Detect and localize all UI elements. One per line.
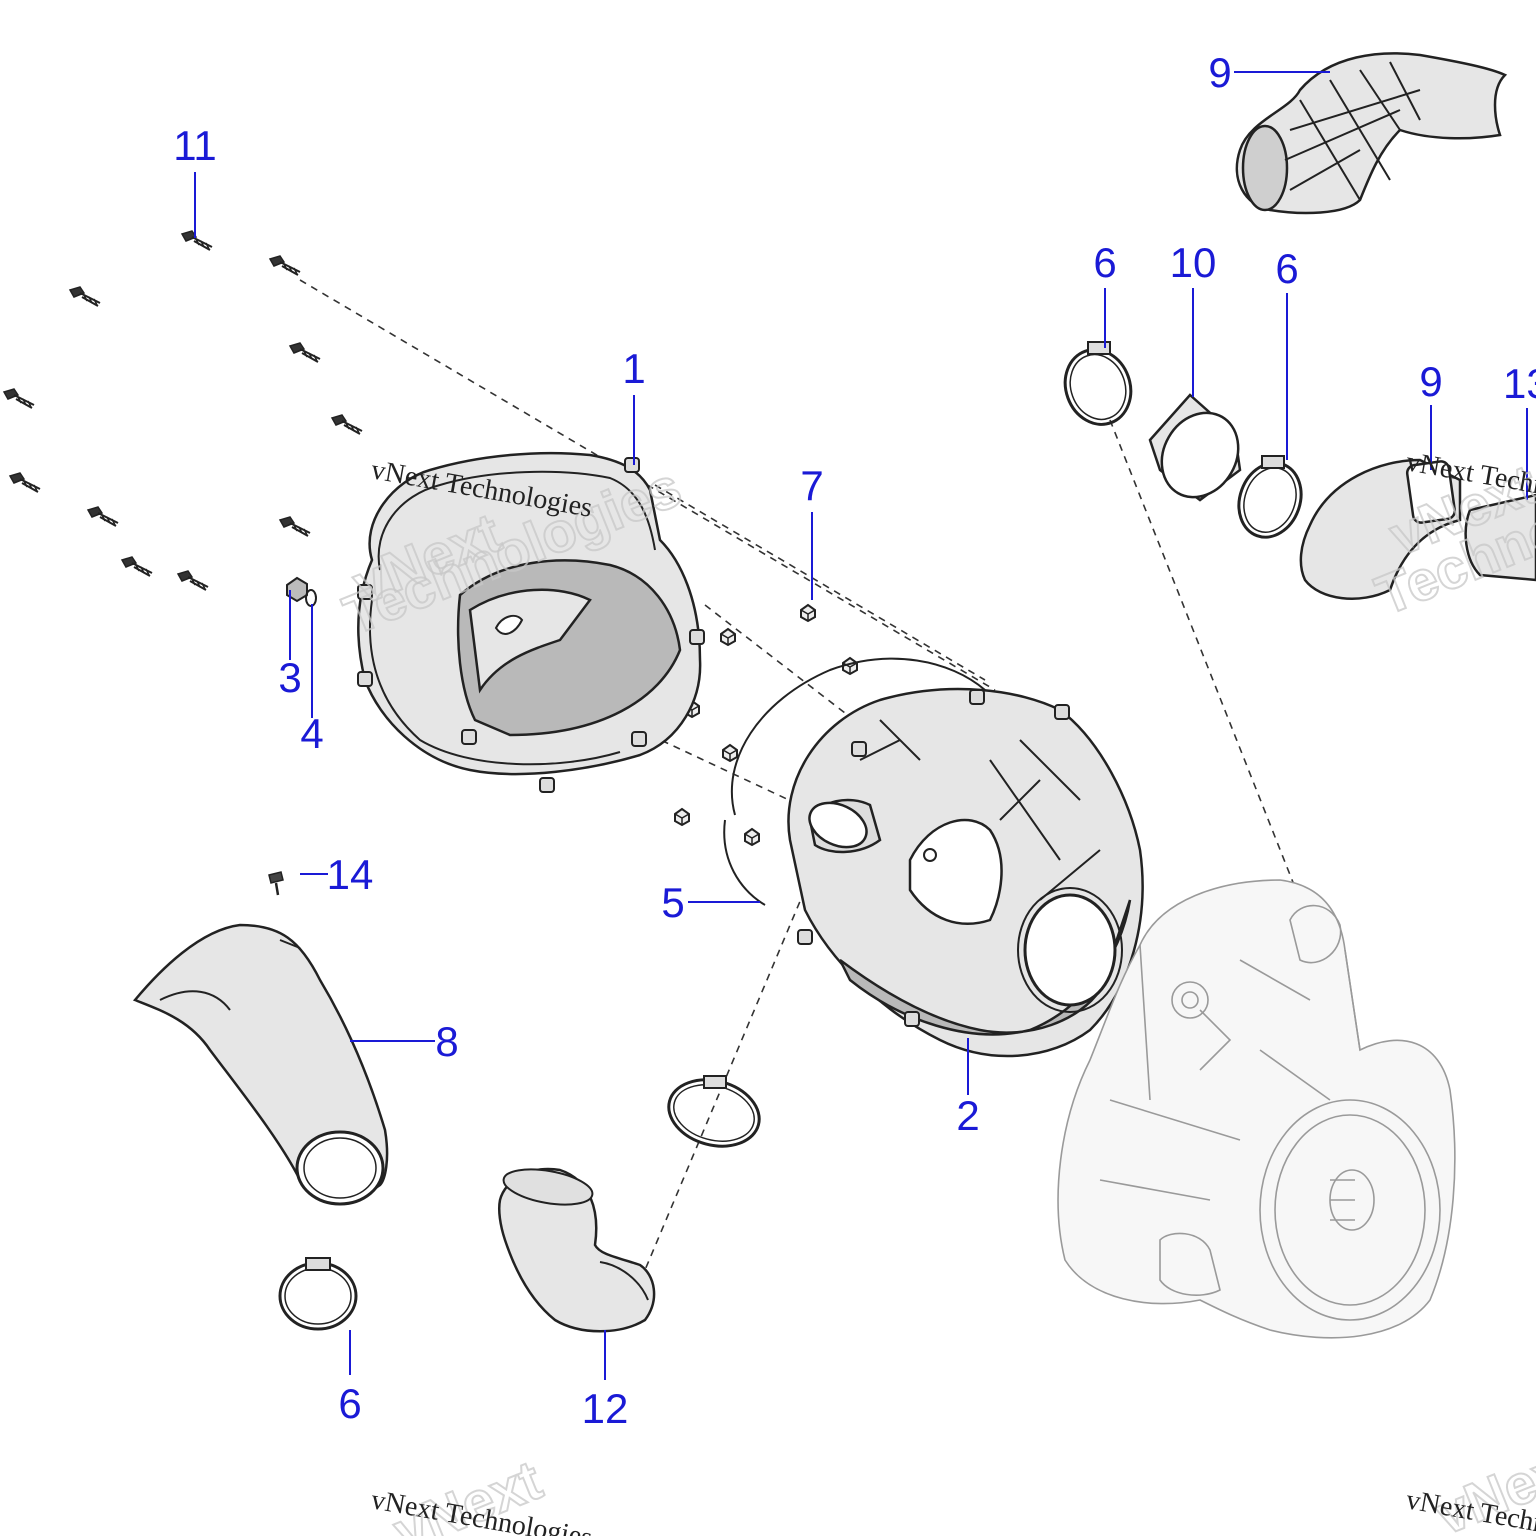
- plug-and-oring: [286, 576, 317, 607]
- callout-14: 14: [327, 851, 374, 898]
- hose-clamp-icon: [278, 1261, 358, 1331]
- hose-clamp-upper-left: [1063, 341, 1133, 426]
- elbow-duct: [497, 1167, 656, 1333]
- hose-clamp-icon: [1063, 348, 1133, 426]
- transmission-housing: [1057, 879, 1456, 1339]
- callout-5: 5: [661, 879, 684, 926]
- callout-11: 11: [173, 122, 217, 169]
- screw-icon: [181, 230, 213, 251]
- air-duct-left: [132, 923, 389, 1206]
- nut-icon: [800, 604, 816, 622]
- screw-icon: [121, 556, 153, 577]
- callout-7: 7: [800, 462, 823, 509]
- hose-clamp-middle: [667, 1075, 761, 1148]
- callout-4: 4: [300, 710, 323, 757]
- duct-part-13: [1464, 493, 1536, 582]
- nut-icon: [744, 828, 760, 846]
- callout-2: 2: [956, 1092, 979, 1139]
- intake-duct-upper: [1235, 52, 1508, 215]
- cover-seal: [723, 657, 986, 906]
- nut-icon: [674, 808, 690, 826]
- callout-13: 13: [1503, 360, 1536, 407]
- hose-clamp-upper-right: [1237, 455, 1303, 539]
- outer-clutch-cover: [356, 451, 705, 793]
- screw-icon: [87, 506, 119, 527]
- intake-duct-lower: [1299, 458, 1462, 600]
- screw-icon: [9, 472, 41, 493]
- screw-icon: [69, 286, 101, 307]
- callout-1: 1: [622, 345, 645, 392]
- callout-3: 3: [278, 654, 301, 701]
- callout-labels: 11 1 7 3 4 5 2 8 6 12 14 9 6 10 6 9 13: [173, 49, 1536, 1432]
- screw-set: [3, 230, 363, 591]
- screw-icon: [177, 570, 209, 591]
- leader-lines: [194, 71, 1528, 1380]
- callout-6-upper-right: 6: [1275, 245, 1298, 292]
- screw-icon: [3, 388, 35, 409]
- callout-10: 10: [1170, 239, 1217, 286]
- inner-clutch-cover: [787, 687, 1144, 1058]
- callout-8: 8: [435, 1018, 458, 1065]
- screw-icon: [331, 414, 363, 435]
- callout-9-upper: 9: [1208, 49, 1231, 96]
- nut-icon: [722, 744, 738, 762]
- callout-9-lower: 9: [1419, 358, 1442, 405]
- push-rivet: [268, 871, 284, 896]
- callout-12: 12: [582, 1385, 629, 1432]
- screw-icon: [269, 255, 301, 276]
- callout-6-lower: 6: [338, 1380, 361, 1427]
- screw-icon: [289, 342, 321, 363]
- screw-icon: [279, 516, 311, 537]
- nut-icon: [720, 628, 736, 646]
- hose-clamp-lower: [278, 1257, 358, 1331]
- callout-6-upper-left: 6: [1093, 239, 1116, 286]
- duct-coupler: [1148, 393, 1242, 502]
